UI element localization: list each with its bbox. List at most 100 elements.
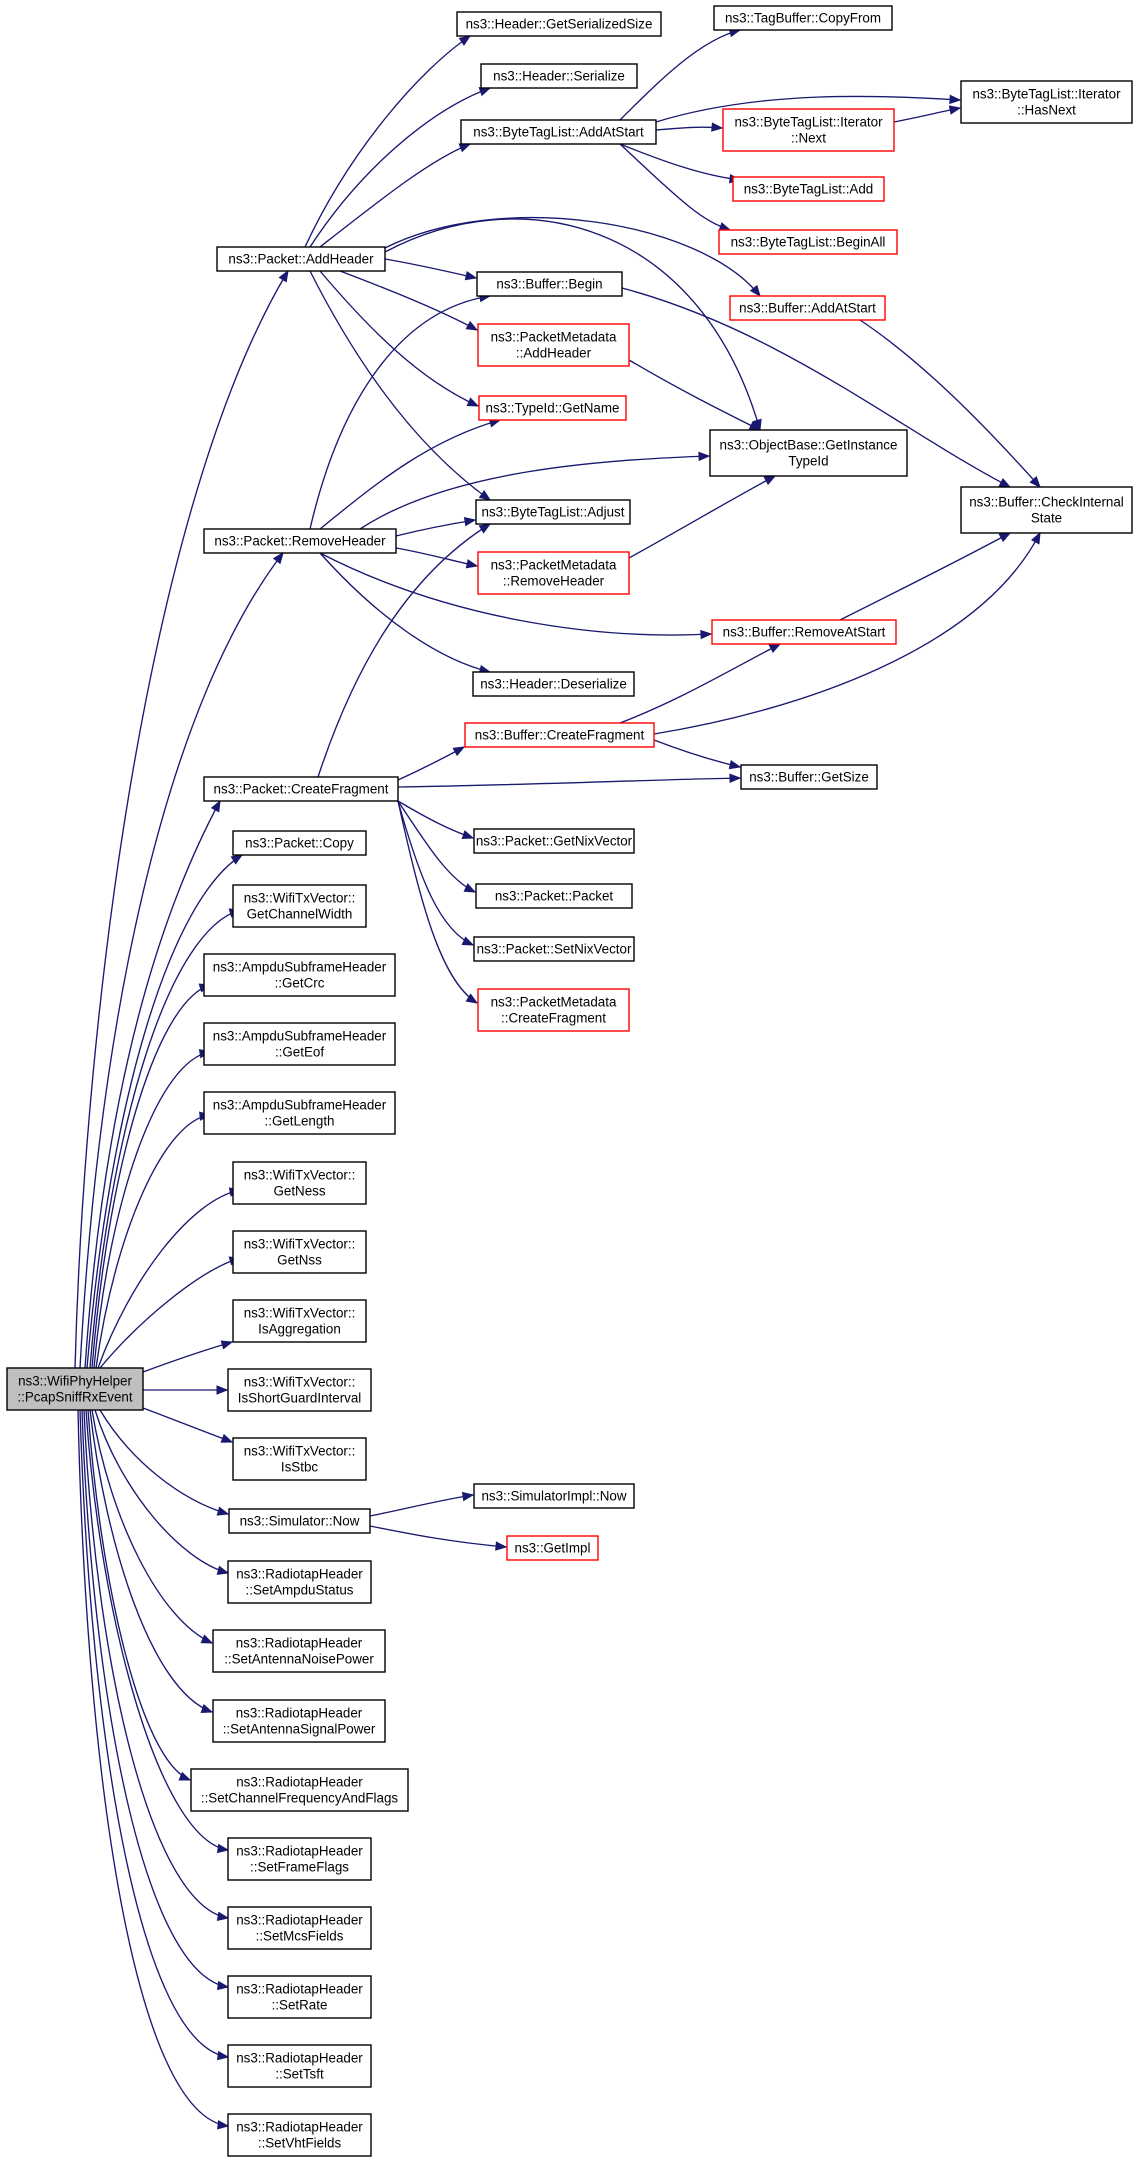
node-simnow[interactable]: ns3::Simulator::Now <box>228 1508 371 1534</box>
node-isshortgi[interactable]: ns3::WifiTxVector::IsShortGuardInterval <box>227 1368 372 1412</box>
node-packetpacket[interactable]: ns3::Packet::Packet <box>475 883 633 909</box>
edge-line <box>81 1409 229 1988</box>
node-btlbeginall[interactable]: ns3::ByteTagList::BeginAll <box>718 229 898 255</box>
node-btladdatstart[interactable]: ns3::ByteTagList::AddAtStart <box>460 119 657 145</box>
edge-line <box>653 739 741 768</box>
node-getnixvector[interactable]: ns3::Packet::GetNixVector <box>473 828 635 854</box>
edge-createfragment-to-bufgetsize <box>397 773 742 788</box>
node-simimplnow[interactable]: ns3::SimulatorImpl::Now <box>473 1483 635 1509</box>
node-label-line: ::SetAntennaNoisePower <box>224 1652 374 1667</box>
edge-line <box>628 359 761 431</box>
node-box <box>232 830 367 856</box>
node-getnss[interactable]: ns3::WifiTxVector::GetNss <box>232 1230 367 1274</box>
edge-line <box>99 1409 229 1515</box>
node-setrate[interactable]: ns3::RadiotapHeader::SetRate <box>227 1975 372 2019</box>
node-bufaddatstart[interactable]: ns3::Buffer::AddAtStart <box>729 295 886 321</box>
node-pmremoveheader[interactable]: ns3::PacketMetadata::RemoveHeader <box>477 551 630 595</box>
nodes-layer: ns3::WifiPhyHelper::PcapSniffRxEventns3:… <box>6 5 1133 2157</box>
edge-line <box>87 1409 191 1781</box>
node-label-line: ns3::PacketMetadata <box>491 330 617 345</box>
node-label-line: ns3::Packet::AddHeader <box>228 252 374 267</box>
node-setantnoise[interactable]: ns3::RadiotapHeader::SetAntennaNoisePowe… <box>212 1629 386 1673</box>
node-box <box>477 988 630 1032</box>
node-box <box>475 883 633 909</box>
node-settsft[interactable]: ns3::RadiotapHeader::SetTsft <box>227 2044 372 2088</box>
node-pmaddheader[interactable]: ns3::PacketMetadata::AddHeader <box>477 323 630 367</box>
node-createfragment[interactable]: ns3::Packet::CreateFragment <box>203 776 399 802</box>
edge-line <box>97 1189 241 1369</box>
node-label-line: ns3::WifiTxVector:: <box>244 1375 356 1390</box>
node-tagbufcopyfrom[interactable]: ns3::TagBuffer::CopyFrom <box>713 5 893 31</box>
node-setmcs[interactable]: ns3::RadiotapHeader::SetMcsFields <box>227 1906 372 1950</box>
node-setantsignal[interactable]: ns3::RadiotapHeader::SetAntennaSignalPow… <box>212 1699 386 1743</box>
node-bufremoveatstart[interactable]: ns3::Buffer::RemoveAtStart <box>711 619 897 645</box>
node-label-line: ::SetVhtFields <box>258 2136 342 2151</box>
node-getness[interactable]: ns3::WifiTxVector::GetNess <box>232 1161 367 1205</box>
node-bufgetsize[interactable]: ns3::Buffer::GetSize <box>740 764 878 790</box>
edge-root-to-getness <box>97 1187 242 1369</box>
edge-arrowhead <box>461 830 475 840</box>
node-box <box>190 1768 409 1812</box>
node-bufbegin[interactable]: ns3::Buffer::Begin <box>476 271 623 297</box>
node-label-line: ns3::Buffer::Begin <box>496 277 602 292</box>
edges-layer <box>74 27 1041 2130</box>
node-label-line: ns3::WifiTxVector:: <box>244 1237 356 1252</box>
edge-root-to-settsft <box>79 1409 230 2061</box>
edge-root-to-setmcs <box>83 1409 230 1921</box>
node-removeheader[interactable]: ns3::Packet::RemoveHeader <box>203 528 397 554</box>
node-copy[interactable]: ns3::Packet::Copy <box>232 830 367 856</box>
node-typeidgetname[interactable]: ns3::TypeId::GetName <box>478 395 627 421</box>
edge-root-to-setantnoise <box>91 1409 214 1644</box>
edge-line <box>319 552 712 636</box>
node-label-line: ns3::Buffer::RemoveAtStart <box>723 625 886 640</box>
node-setvht[interactable]: ns3::RadiotapHeader::SetVhtFields <box>227 2113 372 2157</box>
node-getlength[interactable]: ns3::AmpduSubframeHeader::GetLength <box>203 1091 396 1135</box>
node-btladjust[interactable]: ns3::ByteTagList::Adjust <box>475 499 631 525</box>
node-bufcreatefragment[interactable]: ns3::Buffer::CreateFragment <box>464 722 655 748</box>
node-label-line: ::AddHeader <box>516 346 592 361</box>
node-root[interactable]: ns3::WifiPhyHelper::PcapSniffRxEvent <box>6 1367 144 1411</box>
edge-arrowhead <box>465 559 479 569</box>
edge-addheader-to-typeidgetname <box>319 270 480 407</box>
node-getcrc[interactable]: ns3::AmpduSubframeHeader::GetCrc <box>203 953 396 997</box>
edge-bufcreatefragment-to-bufremoveatstart <box>619 643 782 724</box>
node-btliternext[interactable]: ns3::ByteTagList::Iterator::Next <box>722 108 895 152</box>
node-setframeflags[interactable]: ns3::RadiotapHeader::SetFrameFlags <box>227 1837 372 1881</box>
node-geteof[interactable]: ns3::AmpduSubframeHeader::GetEof <box>203 1022 396 1066</box>
node-getimpl[interactable]: ns3::GetImpl <box>506 1535 599 1561</box>
node-box <box>203 776 399 802</box>
node-hdrdeserialize[interactable]: ns3::Header::Deserialize <box>472 671 635 697</box>
edge-arrowhead <box>749 284 761 298</box>
node-box <box>477 551 630 595</box>
node-isaggregation[interactable]: ns3::WifiTxVector::IsAggregation <box>232 1299 367 1343</box>
node-addheader[interactable]: ns3::Packet::AddHeader <box>216 246 386 272</box>
node-isstbc[interactable]: ns3::WifiTxVector::IsStbc <box>232 1437 367 1481</box>
node-label-line: IsStbc <box>281 1460 319 1475</box>
node-label-line: ns3::Buffer::CheckInternal <box>969 495 1124 510</box>
node-setampdu[interactable]: ns3::RadiotapHeader::SetAmpduStatus <box>227 1560 372 1604</box>
node-label-line: ns3::Header::Serialize <box>493 69 625 84</box>
node-box <box>227 1975 372 2019</box>
node-box <box>477 323 630 367</box>
node-label-line: ns3::Buffer::CreateFragment <box>475 728 645 743</box>
node-hdrgetsize[interactable]: ns3::Header::GetSerializedSize <box>456 11 662 37</box>
node-btladd[interactable]: ns3::ByteTagList::Add <box>732 176 885 202</box>
edge-line <box>83 1409 229 1919</box>
edge-removeheader-to-hdrdeserialize <box>319 552 492 675</box>
node-box <box>473 1483 635 1509</box>
node-box <box>711 619 897 645</box>
node-setchanfreq[interactable]: ns3::RadiotapHeader::SetChannelFrequency… <box>190 1768 409 1812</box>
node-btliterhasnext[interactable]: ns3::ByteTagList::Iterator::HasNext <box>960 80 1133 124</box>
node-getchannelwidth[interactable]: ns3::WifiTxVector::GetChannelWidth <box>232 884 367 928</box>
edge-line <box>89 1409 213 1713</box>
edge-bufaddatstart-to-bufcheckinternal <box>859 319 1041 489</box>
node-label-line: ns3::WifiTxVector:: <box>244 1444 356 1459</box>
node-hdrserialize[interactable]: ns3::Header::Serialize <box>480 63 638 89</box>
node-setnixvector[interactable]: ns3::Packet::SetNixVector <box>473 936 635 962</box>
node-pmcreatefragment[interactable]: ns3::PacketMetadata::CreateFragment <box>477 988 630 1032</box>
edge-arrowhead <box>463 516 477 527</box>
edge-line <box>621 287 1011 488</box>
node-box <box>227 2113 372 2157</box>
